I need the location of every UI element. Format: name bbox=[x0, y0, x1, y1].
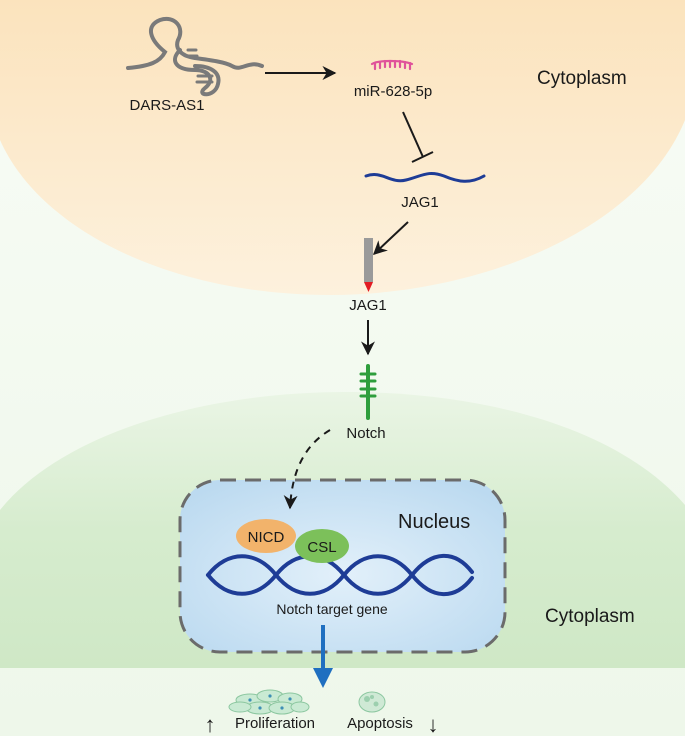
nicd-protein bbox=[236, 519, 296, 553]
label-target-gene: Notch target gene bbox=[276, 601, 388, 617]
inhibition-mir-to-jag1 bbox=[402, 111, 434, 163]
csl-protein bbox=[295, 529, 349, 563]
label-dars-as1: DARS-AS1 bbox=[129, 97, 204, 114]
up-arrow-icon: ↑ bbox=[205, 712, 216, 736]
label-bottom-cytoplasm: Cytoplasm bbox=[545, 606, 635, 627]
label-mirna: miR-628-5p bbox=[354, 83, 432, 100]
label-jag1-protein: JAG1 bbox=[349, 297, 387, 314]
top-cell-cytoplasm bbox=[0, 0, 685, 295]
jag1-protein-icon bbox=[364, 238, 373, 282]
label-nicd: NICD bbox=[248, 529, 285, 546]
label-nucleus: Nucleus bbox=[398, 511, 470, 533]
label-jag1-mrna: JAG1 bbox=[401, 194, 439, 211]
label-csl: CSL bbox=[307, 539, 336, 556]
nucleus bbox=[178, 478, 507, 654]
arrow-jag1-translation bbox=[372, 221, 409, 255]
arrow-notch-to-nucleus bbox=[283, 429, 331, 510]
label-notch: Notch bbox=[346, 425, 385, 442]
dna-helix-icon bbox=[206, 553, 474, 597]
down-arrow-icon: ↓ bbox=[428, 712, 439, 736]
label-apoptosis: Apoptosis bbox=[347, 715, 413, 732]
notch-receptor-icon bbox=[359, 364, 377, 420]
mirna-icon bbox=[370, 59, 414, 71]
apoptosis-cell-icon bbox=[358, 691, 386, 713]
dars-as1-lncrna-icon bbox=[126, 16, 264, 97]
label-proliferation: Proliferation bbox=[235, 715, 315, 732]
jag1-red-tip-icon bbox=[364, 282, 373, 292]
proliferation-cells-icon bbox=[228, 689, 310, 715]
jag1-mrna-icon bbox=[364, 172, 486, 183]
label-top-cytoplasm: Cytoplasm bbox=[537, 68, 627, 89]
